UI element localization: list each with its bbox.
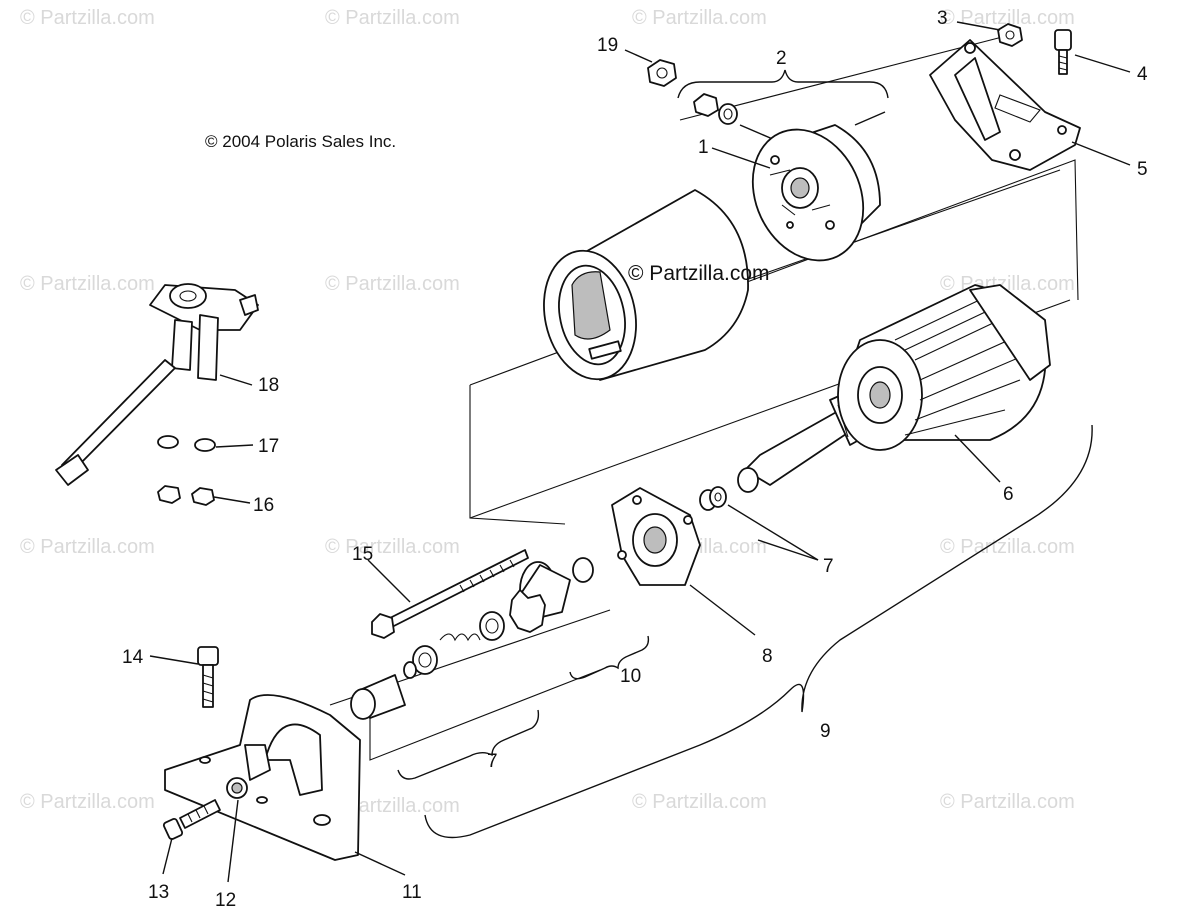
mounting-bolt-vertical — [197, 646, 219, 708]
callout-13: 13 — [148, 882, 169, 903]
callout-10: 10 — [620, 666, 641, 687]
watermark: © Partzilla.com — [325, 536, 460, 558]
callout-7-lower: 7 — [487, 751, 498, 772]
motor-housing — [543, 189, 749, 381]
watermark: © Partzilla.com — [632, 791, 767, 813]
armature-washers — [699, 486, 727, 511]
watermark: © Partzilla.com — [940, 7, 1075, 29]
callout-1: 1 — [698, 137, 709, 158]
callout-5: 5 — [1137, 159, 1148, 180]
bolt — [1054, 29, 1072, 75]
callout-11: 11 — [402, 882, 422, 903]
drive-gear-assembly — [350, 557, 594, 720]
armature — [737, 284, 1051, 493]
through-bolt — [371, 549, 529, 639]
callout-3: 3 — [937, 8, 948, 29]
center-watermark: © Partzilla.com — [628, 262, 770, 285]
mounting-bolt-horizontal — [162, 799, 221, 841]
callout-4: 4 — [1137, 64, 1148, 85]
group-brackets — [397, 69, 1093, 839]
callout-2: 2 — [776, 48, 787, 69]
callout-17: 17 — [258, 436, 279, 457]
watermark: © Partzilla.com — [20, 7, 155, 29]
callout-19: 19 — [597, 35, 618, 56]
watermark: © Partzilla.com — [940, 791, 1075, 813]
end-cap-hardware — [693, 93, 886, 141]
watermark: © Partzilla.com — [20, 273, 155, 295]
watermark: © Partzilla.com — [325, 7, 460, 29]
callout-9: 9 — [820, 721, 831, 742]
starter-solenoid — [55, 283, 259, 486]
watermark: © Partzilla.com — [632, 7, 767, 29]
callout-8: 8 — [762, 646, 773, 667]
callout-15: 15 — [352, 544, 373, 565]
drive-end-plate — [611, 487, 701, 586]
callout-16: 16 — [253, 495, 274, 516]
callout-12: 12 — [215, 890, 236, 911]
callout-labels: 1 2 3 4 5 6 7 8 10 7 9 11 12 13 14 15 16… — [122, 8, 1148, 911]
solenoid-hardware — [157, 435, 216, 506]
upper-mounting-bracket — [929, 39, 1081, 171]
commutator-end-cap — [751, 124, 881, 262]
lower-mounting-bracket — [164, 694, 361, 861]
leader-lines — [149, 21, 1131, 883]
watermark: © Partzilla.com — [940, 536, 1075, 558]
watermark: © Partzilla.com — [325, 273, 460, 295]
nut — [647, 59, 677, 87]
callout-6: 6 — [1003, 484, 1014, 505]
watermark: © Partzilla.com — [20, 791, 155, 813]
callout-18: 18 — [258, 375, 279, 396]
copyright-text: © 2004 Polaris Sales Inc. — [205, 132, 396, 151]
hex-nut — [997, 23, 1023, 47]
callout-7-upper: 7 — [823, 556, 834, 577]
callout-14: 14 — [122, 647, 144, 668]
watermark: © Partzilla.com — [20, 536, 155, 558]
